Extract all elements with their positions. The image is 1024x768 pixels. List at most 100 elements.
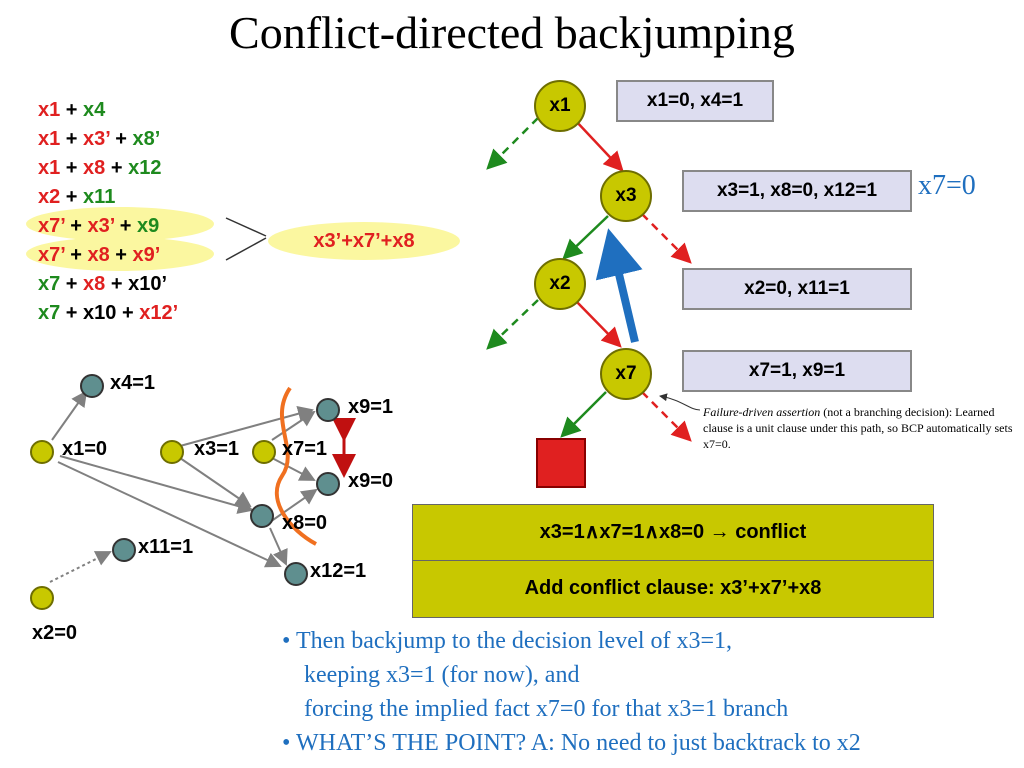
graph-label-x12: x12=1 bbox=[310, 560, 367, 582]
clause-term: + bbox=[60, 128, 84, 150]
clause-term: + bbox=[60, 157, 84, 179]
conflict-clause-line: Add conflict clause: x3’+x7’+x8 bbox=[524, 577, 822, 599]
graph-label-x8: x8=0 bbox=[282, 512, 328, 534]
clause-term: x12’ bbox=[139, 302, 179, 324]
tree-node-x1: x1 bbox=[534, 80, 586, 132]
clause-term: x7’ bbox=[38, 244, 65, 266]
graph-node-x4 bbox=[80, 374, 104, 398]
graph-label-x2: x2=0 bbox=[32, 622, 78, 644]
bullet-2: • WHAT’S THE POINT? A: No need to just b… bbox=[282, 730, 861, 756]
learned-clause: x3’+x7’+x8 bbox=[268, 222, 460, 260]
clause-term: + bbox=[60, 273, 84, 295]
tree-node-x2: x2 bbox=[534, 258, 586, 310]
bullet-1-line-1: • Then backjump to the decision level of… bbox=[282, 628, 733, 654]
bullet-1-line-2: keeping x3=1 (for now), and bbox=[304, 662, 580, 688]
graph-label-x4: x4=1 bbox=[110, 372, 156, 394]
assign-box-x2: x2=0, x11=1 bbox=[682, 268, 912, 310]
clause-term: x7 bbox=[38, 302, 61, 324]
conflict-line: x3=1∧x7=1∧x8=0 → conflict bbox=[413, 505, 933, 561]
edge-x7-conflict bbox=[560, 391, 607, 438]
note-italic: Failure-driven assertion bbox=[703, 405, 821, 419]
clause-term: x1 bbox=[38, 157, 61, 179]
edge-x7-right bbox=[641, 391, 692, 442]
clause-term: x7’ bbox=[38, 215, 65, 237]
note-pointer bbox=[659, 393, 701, 411]
clause-highlight-2 bbox=[26, 237, 214, 271]
edge-x1-left bbox=[486, 117, 539, 170]
cut-line bbox=[274, 386, 317, 546]
graph-node-x9-false bbox=[316, 472, 340, 496]
clause-term: x4 bbox=[83, 99, 106, 121]
clause-term: x11 bbox=[83, 186, 116, 208]
bracket-line-bottom bbox=[225, 237, 267, 261]
graph-label-x11: x11=1 bbox=[138, 536, 194, 558]
graph-node-x9-true bbox=[316, 398, 340, 422]
clause-term: x10 bbox=[83, 302, 117, 324]
clause-term: x8 bbox=[83, 273, 106, 295]
clause-term: + bbox=[60, 186, 84, 208]
clause-term: x3’ bbox=[87, 215, 115, 237]
graph-node-x12 bbox=[284, 562, 308, 586]
clause-4: x2 + x11 bbox=[38, 183, 178, 212]
assign-box-x3: x3=1, x8=0, x12=1 bbox=[682, 170, 912, 212]
clause-term: x3’ bbox=[83, 128, 110, 150]
clause-term: x7 bbox=[38, 273, 61, 295]
clause-term: x9 bbox=[137, 215, 160, 237]
clause-term: x1 bbox=[38, 128, 61, 150]
graph-node-x11 bbox=[112, 538, 136, 562]
clause-term: x2 bbox=[38, 186, 61, 208]
clause-highlight-1 bbox=[26, 207, 214, 241]
edge-x3-x2 bbox=[562, 215, 609, 260]
clause-2: x1 + x3’ + x8’ bbox=[38, 125, 178, 154]
conflict-box: x3=1∧x7=1∧x8=0 → conflict Add conflict c… bbox=[412, 504, 934, 618]
clause-1: x1 + x4 bbox=[38, 96, 178, 125]
clause-7: x7 + x8 + x10’ bbox=[38, 270, 178, 299]
clause-6: x7’ + x8 + x9’ bbox=[38, 241, 178, 270]
backjump-arrow bbox=[595, 228, 643, 343]
clause-term: + bbox=[60, 99, 84, 121]
forced-assignment-label: x7=0 bbox=[918, 170, 976, 201]
bullet-1-line-3: forcing the implied fact x7=0 for that x… bbox=[304, 696, 789, 722]
clause-term: x8 bbox=[83, 157, 106, 179]
bracket-line-top bbox=[225, 217, 267, 237]
conflict-square bbox=[536, 438, 586, 488]
edge-x2-x7 bbox=[574, 299, 622, 348]
page-title: Conflict-directed backjumping bbox=[229, 7, 795, 58]
clause-term: + bbox=[105, 157, 129, 179]
clause-term: x8’ bbox=[132, 128, 161, 150]
graph-label-x3: x3=1 bbox=[194, 438, 240, 460]
edge-x2-left bbox=[486, 299, 539, 350]
graph-node-x3 bbox=[160, 440, 184, 464]
clause-term: + bbox=[60, 302, 84, 324]
clause-5: x7’ + x3’ + x9 bbox=[38, 212, 178, 241]
clause-term: + bbox=[109, 244, 133, 266]
bullet-list: • Then backjump to the decision level of… bbox=[282, 624, 861, 760]
tree-node-x7: x7 bbox=[600, 348, 652, 400]
clause-term: + bbox=[114, 215, 137, 237]
failure-driven-note: Failure-driven assertion (not a branchin… bbox=[703, 404, 1021, 452]
clause-term: + bbox=[116, 302, 140, 324]
tree-node-x3: x3 bbox=[600, 170, 652, 222]
edge-x3-right bbox=[641, 213, 692, 264]
graph-node-x1 bbox=[30, 440, 54, 464]
clause-8: x7 + x10 + x12’ bbox=[38, 299, 178, 328]
note-text: (not a branching decision): Learned clau… bbox=[703, 405, 1013, 451]
graph-node-x2 bbox=[30, 586, 54, 610]
clause-term: x8 bbox=[87, 244, 110, 266]
assign-box-x1: x1=0, x4=1 bbox=[616, 80, 774, 122]
graph-node-x8 bbox=[250, 504, 274, 528]
clause-term: + bbox=[64, 244, 88, 266]
graph-node-x7 bbox=[252, 440, 276, 464]
edge-x1-x3 bbox=[574, 119, 624, 172]
clause-term: + bbox=[105, 273, 129, 295]
clause-term: + bbox=[64, 215, 88, 237]
graph-label-x7: x7=1 bbox=[282, 438, 328, 460]
graph-label-x9-false: x9=0 bbox=[348, 470, 394, 492]
clause-term: x12 bbox=[128, 157, 162, 179]
graph-label-x9-true: x9=1 bbox=[348, 396, 394, 418]
clause-term: x10’ bbox=[128, 273, 168, 295]
assign-box-x7: x7=1, x9=1 bbox=[682, 350, 912, 392]
graph-label-x1: x1=0 bbox=[62, 438, 108, 460]
clause-3: x1 + x8 + x12 bbox=[38, 154, 178, 183]
